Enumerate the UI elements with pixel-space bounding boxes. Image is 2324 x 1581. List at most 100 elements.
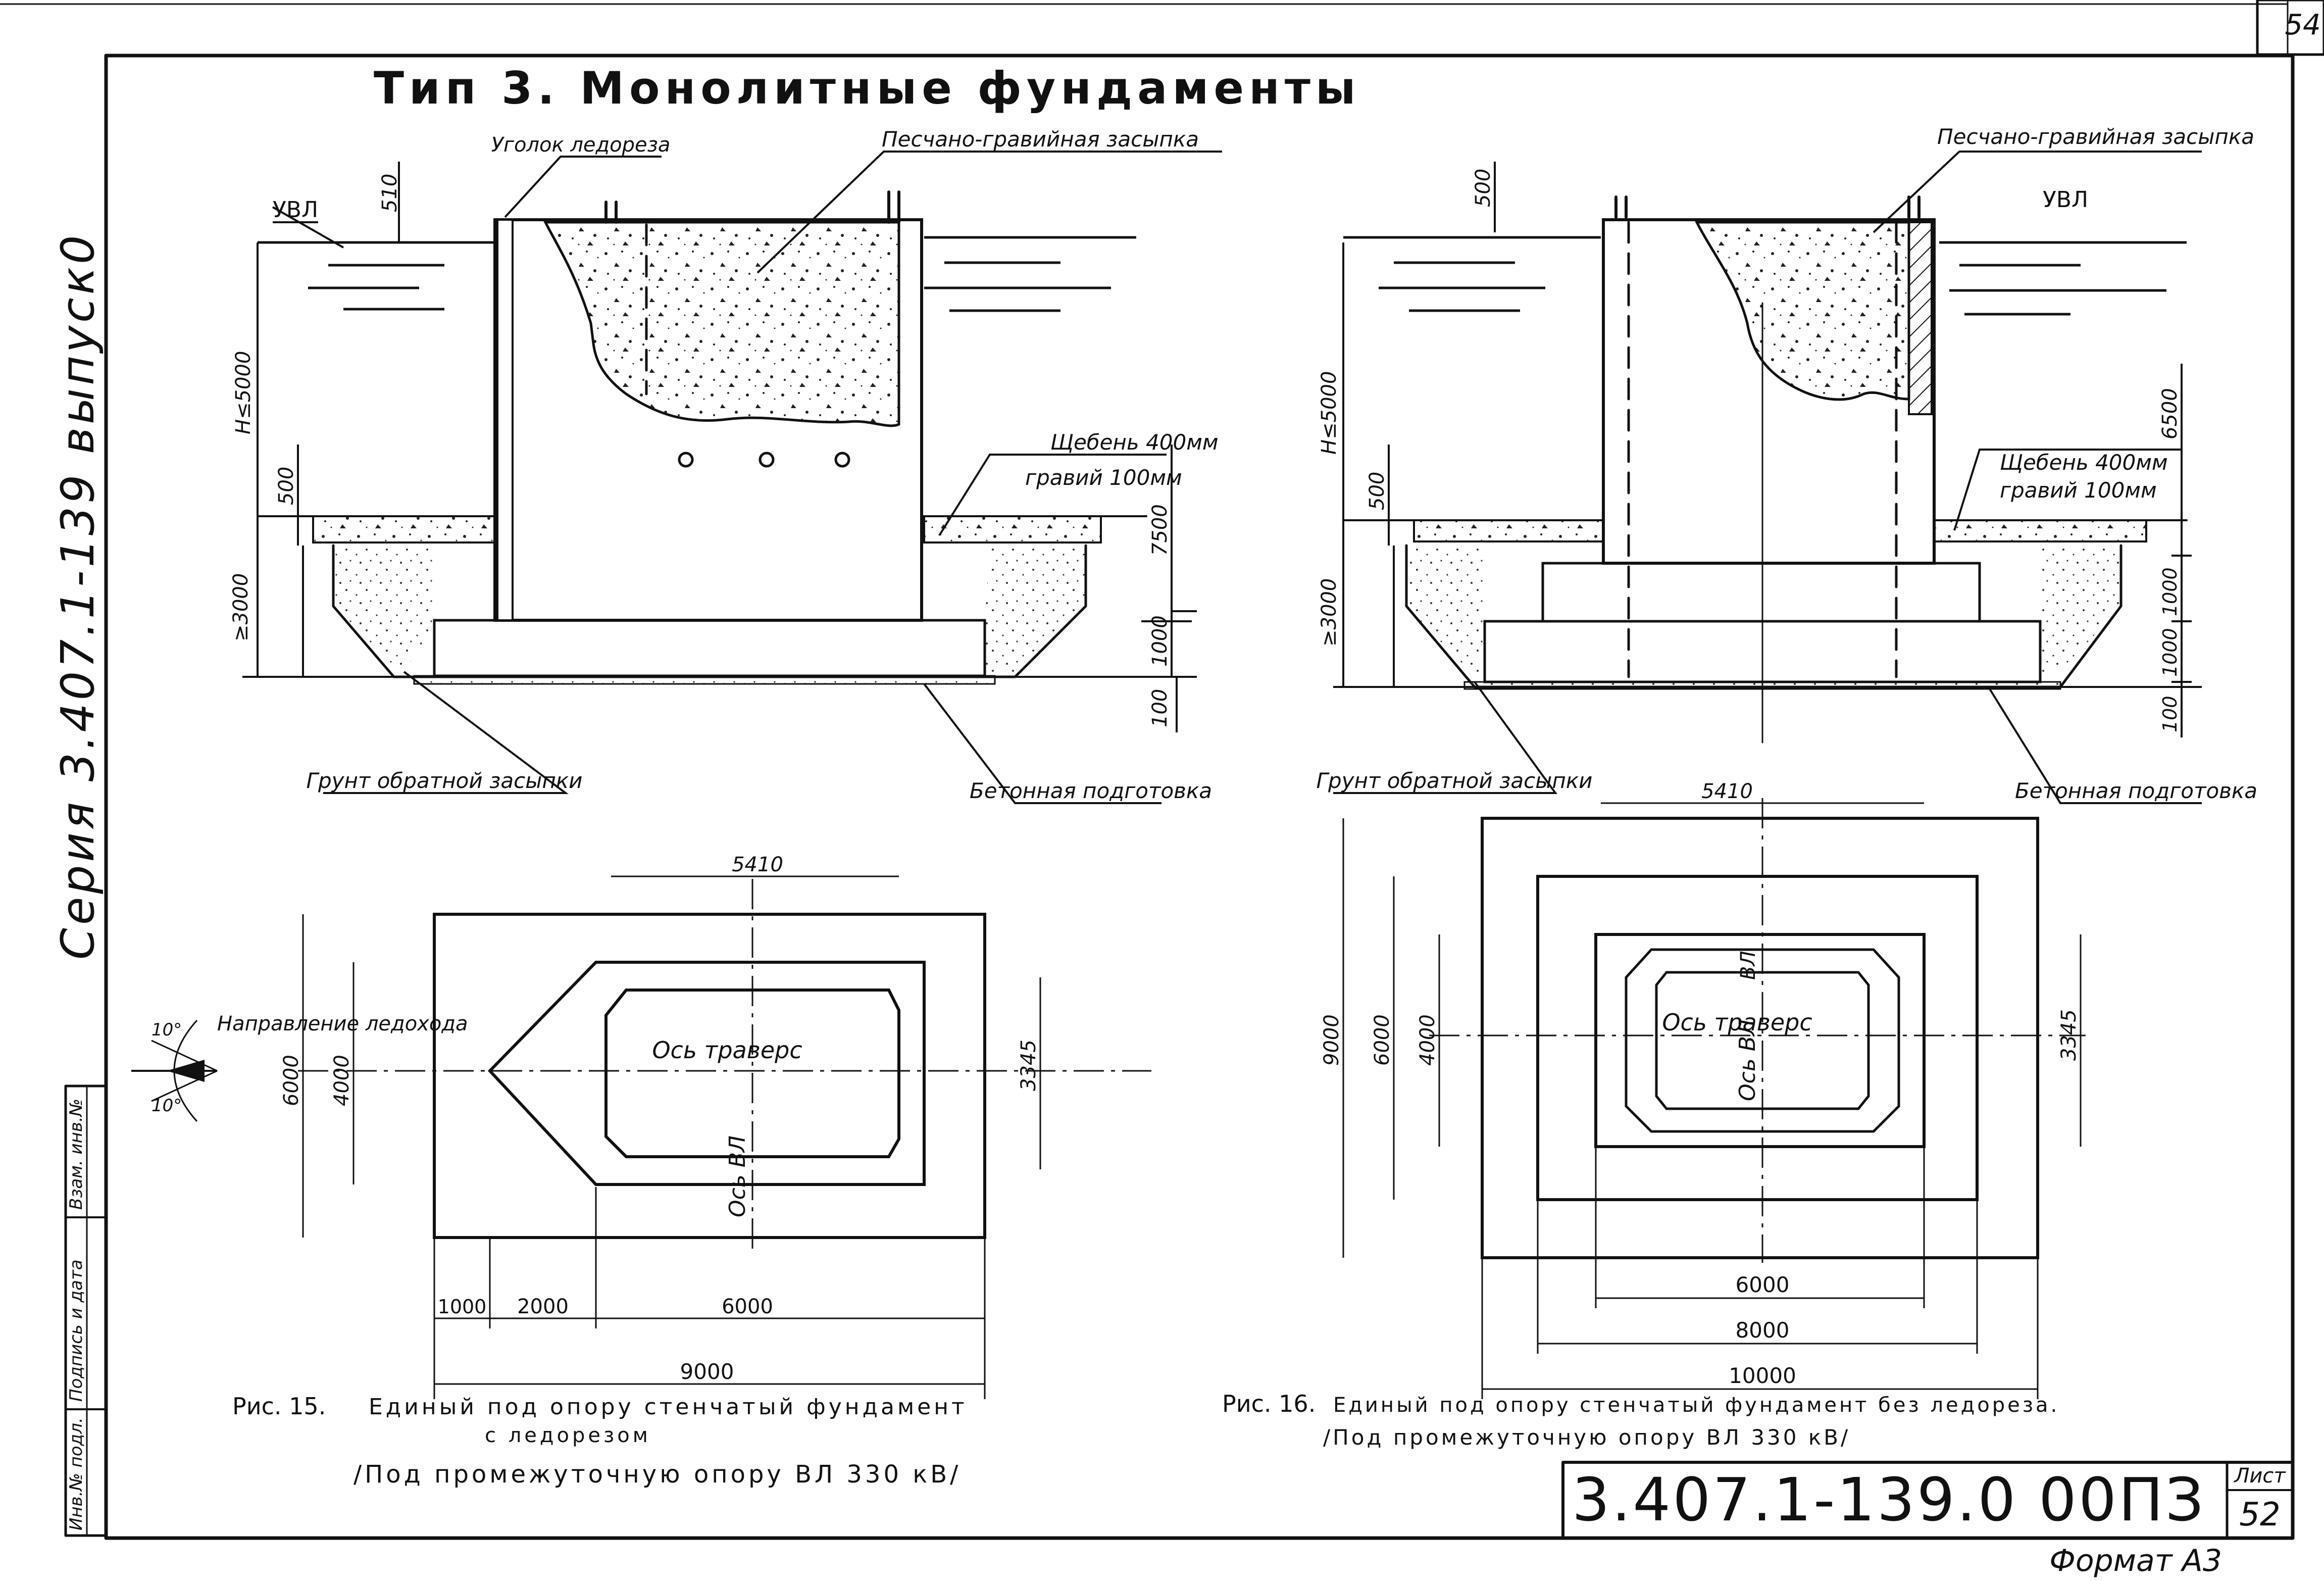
fig15-plan-dim-4000v: 4000 bbox=[330, 1055, 353, 1106]
title-block bbox=[1561, 1461, 2294, 1540]
fig15-plan-dim-3345: 3345 bbox=[1017, 1040, 1040, 1091]
fig15-label-concrete: Бетонная подготовка bbox=[970, 778, 1212, 803]
fig15-label-gravel: гравий 100мм bbox=[1025, 465, 1182, 490]
fig16-plan-vl-axis: Ось ВЛ bbox=[1735, 1019, 1760, 1101]
fig15-caption-line3: /Под промежуточную опору ВЛ 330 кВ/ bbox=[353, 1460, 961, 1489]
fig15-plan-dim-5410: 5410 bbox=[732, 853, 783, 876]
fig15-dim-7500: 7500 bbox=[1148, 504, 1172, 556]
sheet-label: Лист bbox=[2233, 1464, 2286, 1488]
fig15-caption-line1: Единый под опору стенчатый фундамент bbox=[369, 1394, 968, 1420]
fig16-plan-vl-top: ВЛ bbox=[1737, 951, 1760, 980]
fig16-caption-line1: Единый под опору стенчатый фундамент без… bbox=[1333, 1394, 2059, 1417]
fig16-label-gravel: гравий 100мм bbox=[2000, 478, 2157, 503]
fig15-plan-traverse-axis: Ось траверс bbox=[652, 1036, 802, 1064]
fig16-water bbox=[1343, 236, 2187, 316]
fig16-plan-dim-4000v: 4000 bbox=[1416, 1014, 1439, 1066]
fig16-gravel-layer-left bbox=[1413, 519, 1604, 542]
fig15-dim-500: 500 bbox=[275, 467, 298, 505]
fig15-leaders bbox=[323, 151, 1222, 804]
fig16-dim-500top: 500 bbox=[1472, 169, 1495, 207]
fig16-plan bbox=[1342, 798, 2086, 1399]
fig16-backfill-right bbox=[2040, 546, 2121, 672]
fig16-caption-num: Рис. 16. bbox=[1222, 1390, 1316, 1417]
fig16-gravel-layer-right bbox=[1933, 519, 2147, 542]
fig16-sand-gravel-fill bbox=[1694, 221, 1910, 401]
fig16-plan-traverse-axis: Ось траверс bbox=[1662, 1009, 1812, 1036]
fig15-plan-dim-2000: 2000 bbox=[517, 1295, 569, 1318]
fig15-dim-510: 510 bbox=[378, 174, 401, 212]
fig16-label-fill: Песчано-гравийная засыпка bbox=[1937, 124, 2254, 149]
fig16-dim-1000b: 1000 bbox=[2159, 628, 2181, 677]
fig16-plan-dim-8000: 8000 bbox=[1736, 1318, 1790, 1343]
fig15-label-fill: Песчано-гравийная засыпка bbox=[882, 127, 1199, 152]
fig16-backfill-left bbox=[1406, 546, 1485, 672]
fig16-leaders bbox=[1333, 151, 2202, 804]
fig16-plan-dim-5410: 5410 bbox=[1701, 780, 1753, 803]
fig16-label-concrete: Бетонная подготовка bbox=[2015, 778, 2257, 803]
format-label: Формат А3 bbox=[2049, 1543, 2222, 1578]
sheet-frame bbox=[0, 0, 2324, 1540]
fig15-backfill-right bbox=[985, 546, 1086, 672]
doc-code: 3.407.1-139.0 00ПЗ bbox=[1572, 1465, 2206, 1535]
fig16-plan-dim-3345: 3345 bbox=[2057, 1009, 2081, 1061]
fig16-section bbox=[1333, 151, 2202, 804]
sheet-number: 52 bbox=[2239, 1496, 2280, 1534]
fig16-dim-ge3000: ≥3000 bbox=[1318, 578, 1341, 647]
fig15-plan-dim-6000v: 6000 bbox=[280, 1055, 303, 1106]
fig15-gravel-layer-left bbox=[312, 515, 496, 544]
fig15-dim-100: 100 bbox=[1148, 689, 1172, 727]
series-side-text: Серия 3.407.1-139 выпуск0 bbox=[52, 232, 105, 960]
fig16-label-backfill: Грунт обратной засыпки bbox=[1317, 768, 1593, 793]
fig16-plan-dim-6000v: 6000 bbox=[1371, 1014, 1394, 1066]
fig16-dim-6500: 6500 bbox=[2158, 388, 2182, 439]
fig15-dim-1000: 1000 bbox=[1148, 615, 1172, 667]
fig15-caption-line2: с ледорезом bbox=[485, 1424, 651, 1447]
fig16-plan-opening-inner bbox=[1655, 971, 1870, 1110]
fig15-dim-h5000: Н≤5000 bbox=[232, 351, 255, 434]
fig15-plan bbox=[131, 875, 1151, 1399]
fig16-dim-1000a: 1000 bbox=[2159, 567, 2181, 616]
stamp-cell-inv-original: Инв.№ подл. bbox=[66, 1417, 86, 1530]
fig15-plan-opening bbox=[604, 989, 900, 1158]
fig15-backfill-left bbox=[333, 546, 434, 672]
fig15-plan-dim-9000: 9000 bbox=[680, 1359, 734, 1384]
corner-page-number: 54 bbox=[2285, 9, 2320, 41]
fig16-plan-opening-outer bbox=[1625, 948, 1900, 1133]
side-stamp bbox=[64, 1084, 108, 1537]
fig15-label-angle: Уголок ледореза bbox=[491, 133, 671, 157]
fig16-label-uvl: УВЛ bbox=[2043, 187, 2088, 213]
fig16-wall-hatched-strip bbox=[1908, 221, 1933, 415]
fig15-label-uvl: УВЛ bbox=[273, 197, 318, 223]
fig16-plan-slab-step bbox=[1536, 875, 1979, 1201]
stamp-cell-sign-date: Подпись и дата bbox=[66, 1259, 86, 1402]
fig15-plan-vl-axis: Ось ВЛ bbox=[725, 1135, 750, 1217]
fig16-upper-step bbox=[1541, 562, 1981, 623]
sheet-title: Тип 3. Монолитные фундаменты bbox=[374, 62, 1360, 114]
fig15-label-crushed: Щебень 400мм bbox=[1050, 430, 1219, 455]
fig15-label-backfill: Грунт обратной засыпки bbox=[307, 768, 583, 793]
fig15-water bbox=[258, 236, 1136, 312]
fig16-plan-dim-9000: 9000 bbox=[1320, 1014, 1343, 1066]
fig15-plan-ice-direction: Направление ледохода bbox=[217, 1012, 468, 1035]
fig15-plan-base bbox=[433, 913, 986, 1239]
fig16-plan-dim-6000h: 6000 bbox=[1736, 1272, 1790, 1297]
fig15-plan-angle-b: 10° bbox=[151, 1096, 182, 1116]
fig16-dim-100: 100 bbox=[2159, 696, 2181, 732]
fig15-sand-gravel-fill bbox=[543, 221, 900, 427]
stamp-cell-replace-inv: Взам. инв.№ bbox=[66, 1099, 86, 1210]
fig16-dim-500: 500 bbox=[1366, 472, 1389, 510]
fig16-label-crushed: Щебень 400мм bbox=[2000, 450, 2168, 475]
fig15-plan-angle-a: 10° bbox=[151, 1020, 182, 1040]
fig15-caption-num: Рис. 15. bbox=[232, 1393, 326, 1420]
fig15-plan-dim-1000: 1000 bbox=[438, 1296, 487, 1318]
fig15-ice-cutter-angle bbox=[496, 219, 514, 621]
fig15-gravel-layer-right bbox=[923, 515, 1102, 544]
fig15-plan-dim-6000h: 6000 bbox=[722, 1295, 773, 1318]
fig15-dimension-lines bbox=[242, 162, 1197, 732]
fig16-plan-wall bbox=[1594, 933, 1926, 1148]
fig16-caption-line2: /Под промежуточную опору ВЛ 330 кВ/ bbox=[1323, 1425, 1850, 1450]
fig16-plan-slab-outer bbox=[1481, 817, 2039, 1259]
fig15-section bbox=[242, 151, 1222, 804]
